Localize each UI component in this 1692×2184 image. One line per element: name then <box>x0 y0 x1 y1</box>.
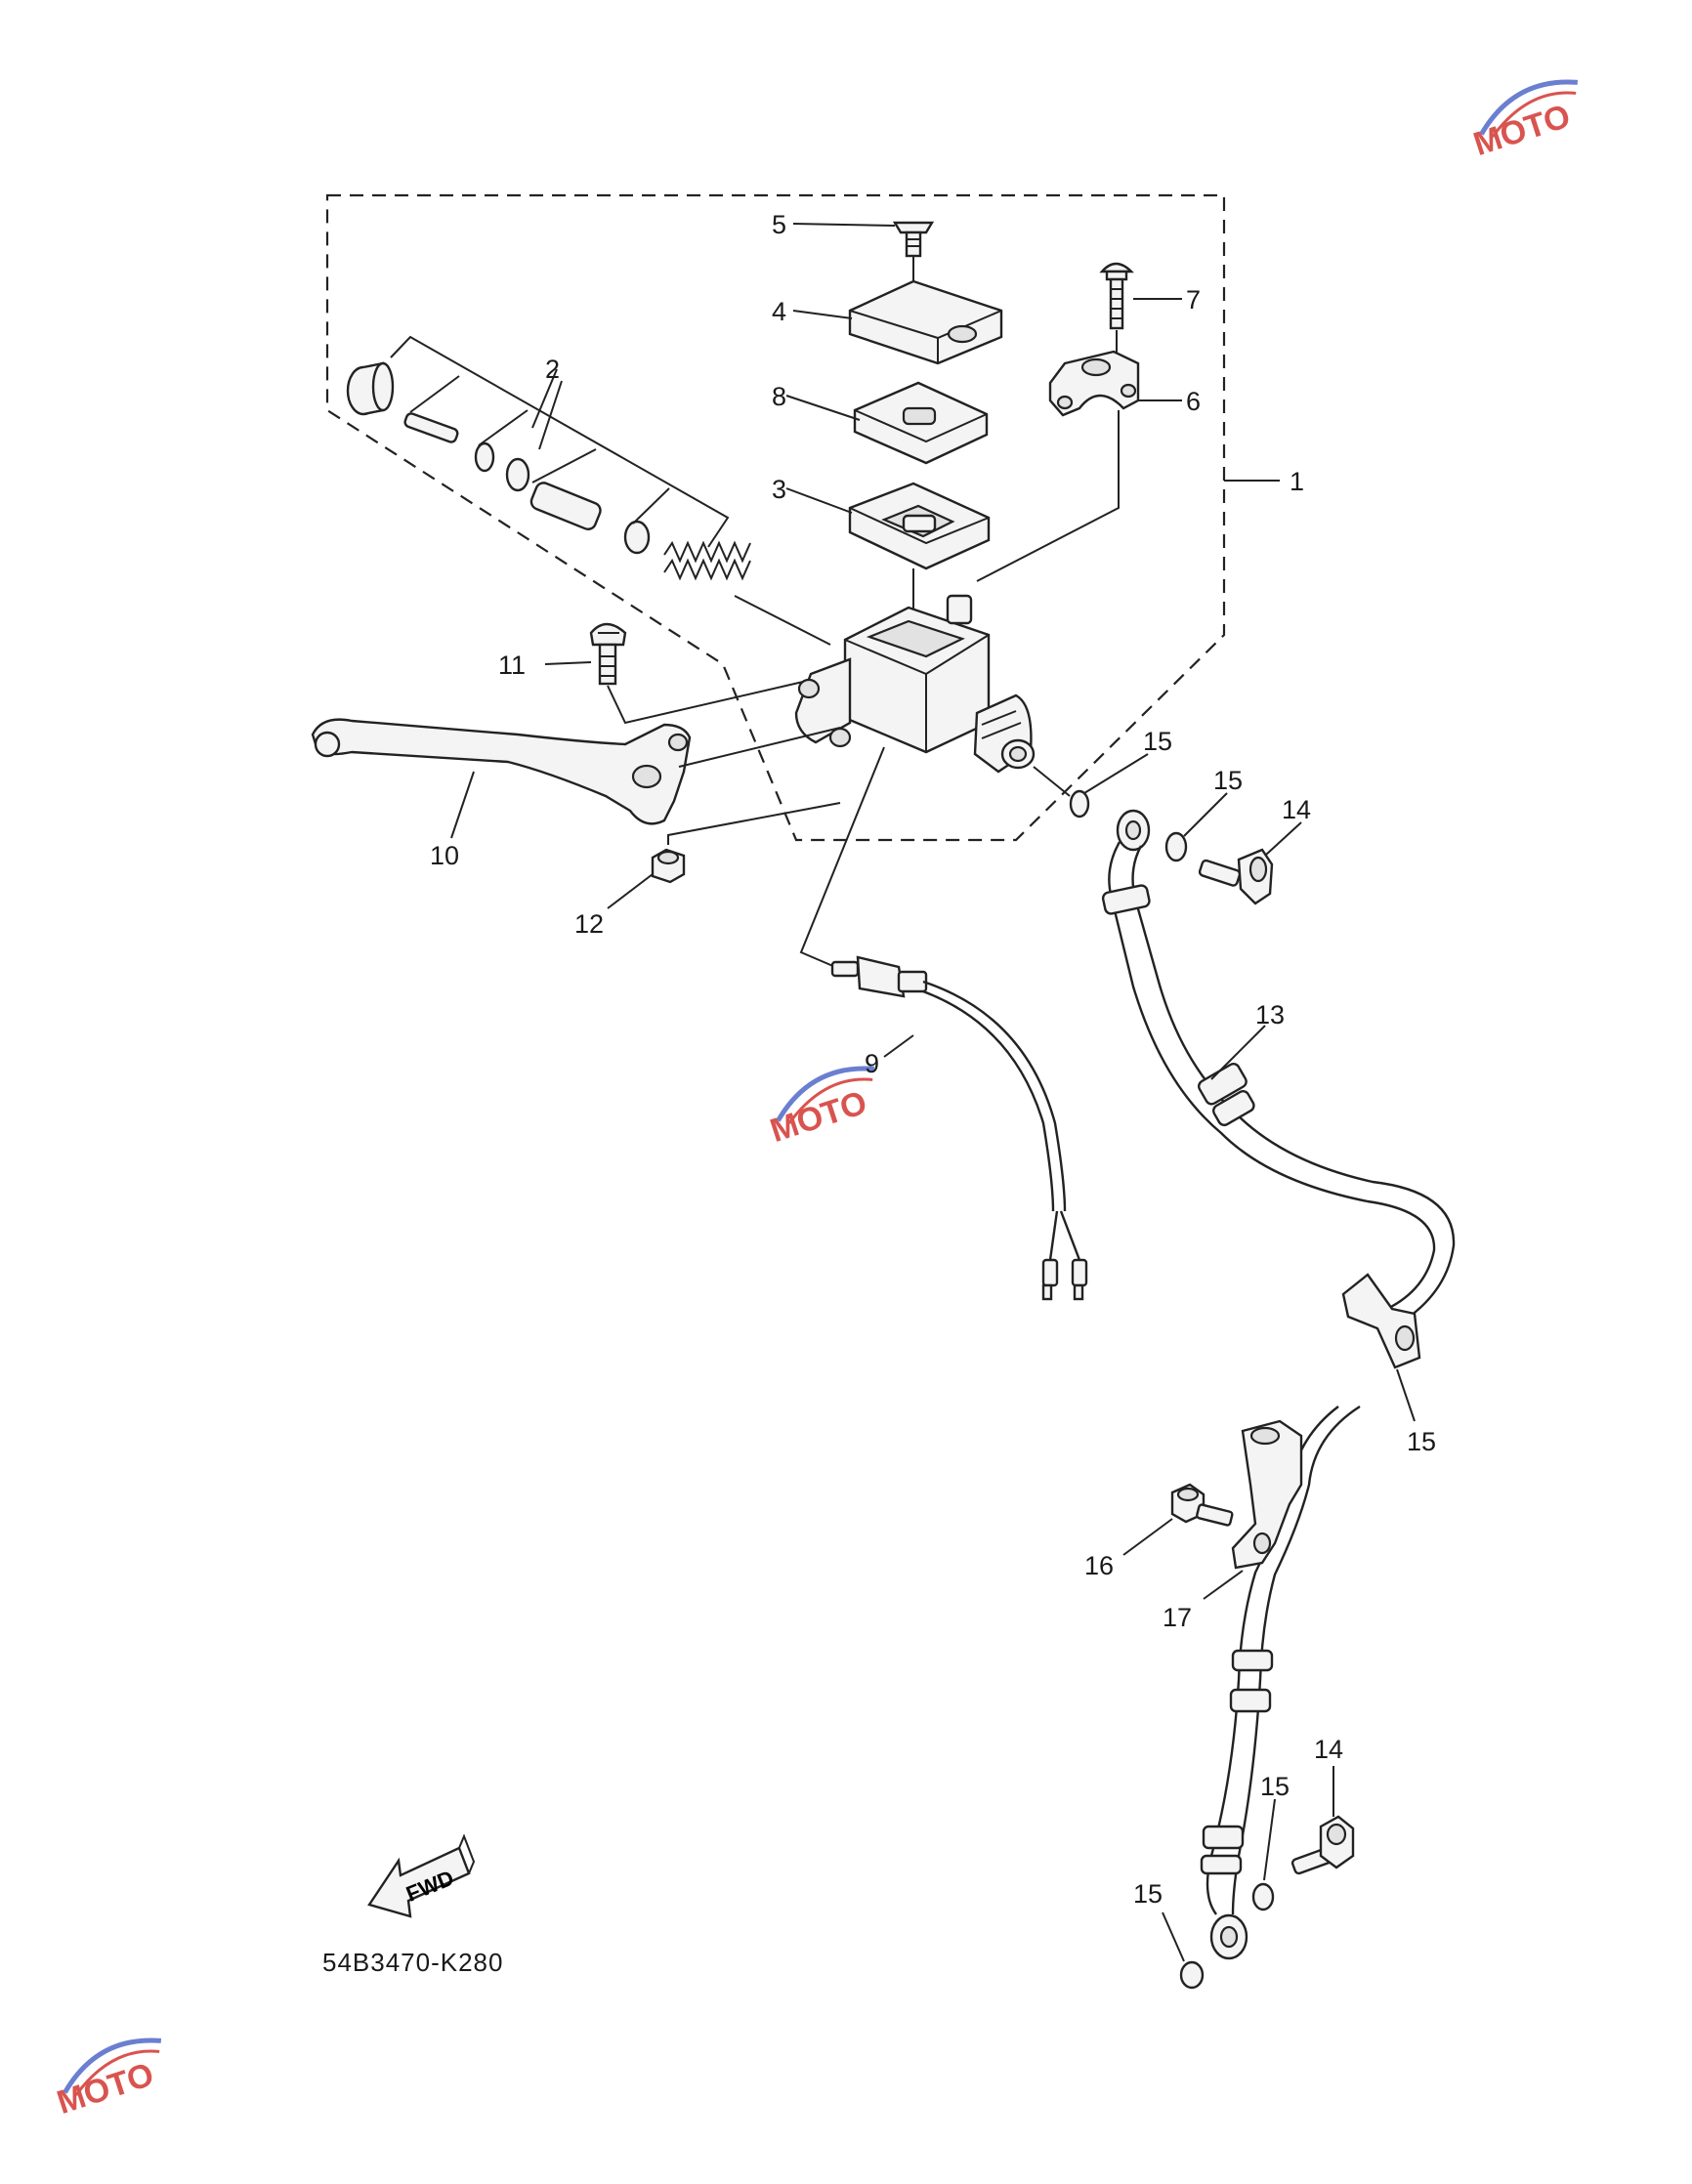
part-2-piston-kit <box>346 361 751 581</box>
callout-7: 7 <box>1186 285 1201 315</box>
callout-9: 9 <box>865 1049 879 1078</box>
diagram-code: 54B3470-K280 <box>322 1948 503 1977</box>
part-15-washer-lower-b <box>1179 1960 1205 1990</box>
part-14-union-bolt-lower <box>1290 1815 1355 1875</box>
callout-15-c: 15 <box>1260 1772 1290 1801</box>
callout-11: 11 <box>498 651 526 680</box>
part-17-bolt <box>1170 1483 1234 1527</box>
part-9-brake-switch <box>799 746 1088 1301</box>
callout-12: 12 <box>574 909 604 939</box>
callout-labels: 1 2 3 4 5 6 7 8 9 10 11 12 13 14 14 15 1… <box>430 210 1436 1909</box>
part-4-reservoir-cap <box>848 279 1003 365</box>
part-15-washer-upper-a <box>1069 789 1090 819</box>
callout-14-upper: 14 <box>1282 795 1311 824</box>
part-11-pivot-bolt <box>589 622 627 686</box>
callout-10: 10 <box>430 841 459 870</box>
master-cylinder-assembly-boundary <box>325 193 1226 842</box>
part-15-washer-lower-a <box>1251 1882 1275 1911</box>
part-5-screw <box>892 221 935 258</box>
part-16-hose-guide <box>1341 1273 1421 1369</box>
part-18-hose-bracket <box>1231 1419 1303 1570</box>
part-14-union-bolt-upper <box>1198 848 1274 905</box>
callout-15-d: 15 <box>1133 1879 1163 1909</box>
part-2-bracket-lines <box>390 335 730 548</box>
master-cylinder-body <box>794 594 1036 774</box>
callout-18: 17 <box>1163 1603 1192 1632</box>
watermark-logo-top-right: MOTO <box>1469 79 1579 163</box>
callout-4: 4 <box>772 297 786 326</box>
part-12-nut <box>651 848 686 884</box>
watermark-logo-bottom-left: MOTO <box>53 2037 162 2121</box>
part-7-bolt <box>1099 262 1134 330</box>
callout-8: 8 <box>772 382 786 411</box>
callout-2: 2 <box>545 355 560 384</box>
callout-3: 3 <box>772 475 786 504</box>
part-3-diaphragm <box>848 482 991 570</box>
callout-leaders <box>450 223 1416 1962</box>
callout-5: 5 <box>772 210 786 239</box>
callout-6: 6 <box>1186 387 1201 416</box>
part-10-brake-lever <box>311 718 692 825</box>
part-15-washer-upper-b <box>1164 831 1188 862</box>
callout-15-b: 15 <box>1213 766 1243 795</box>
callout-1: 1 <box>1290 467 1304 496</box>
callout-17: 16 <box>1084 1551 1114 1580</box>
callout-13: 13 <box>1255 1000 1285 1029</box>
part-8-diaphragm-plate <box>853 381 989 465</box>
callout-14-lower: 14 <box>1314 1735 1343 1764</box>
callout-15-a: 15 <box>1143 727 1172 756</box>
part-6-holder-clamp <box>1048 350 1140 417</box>
fwd-arrow: FWD <box>367 1833 476 1918</box>
callout-16: 15 <box>1407 1427 1436 1456</box>
